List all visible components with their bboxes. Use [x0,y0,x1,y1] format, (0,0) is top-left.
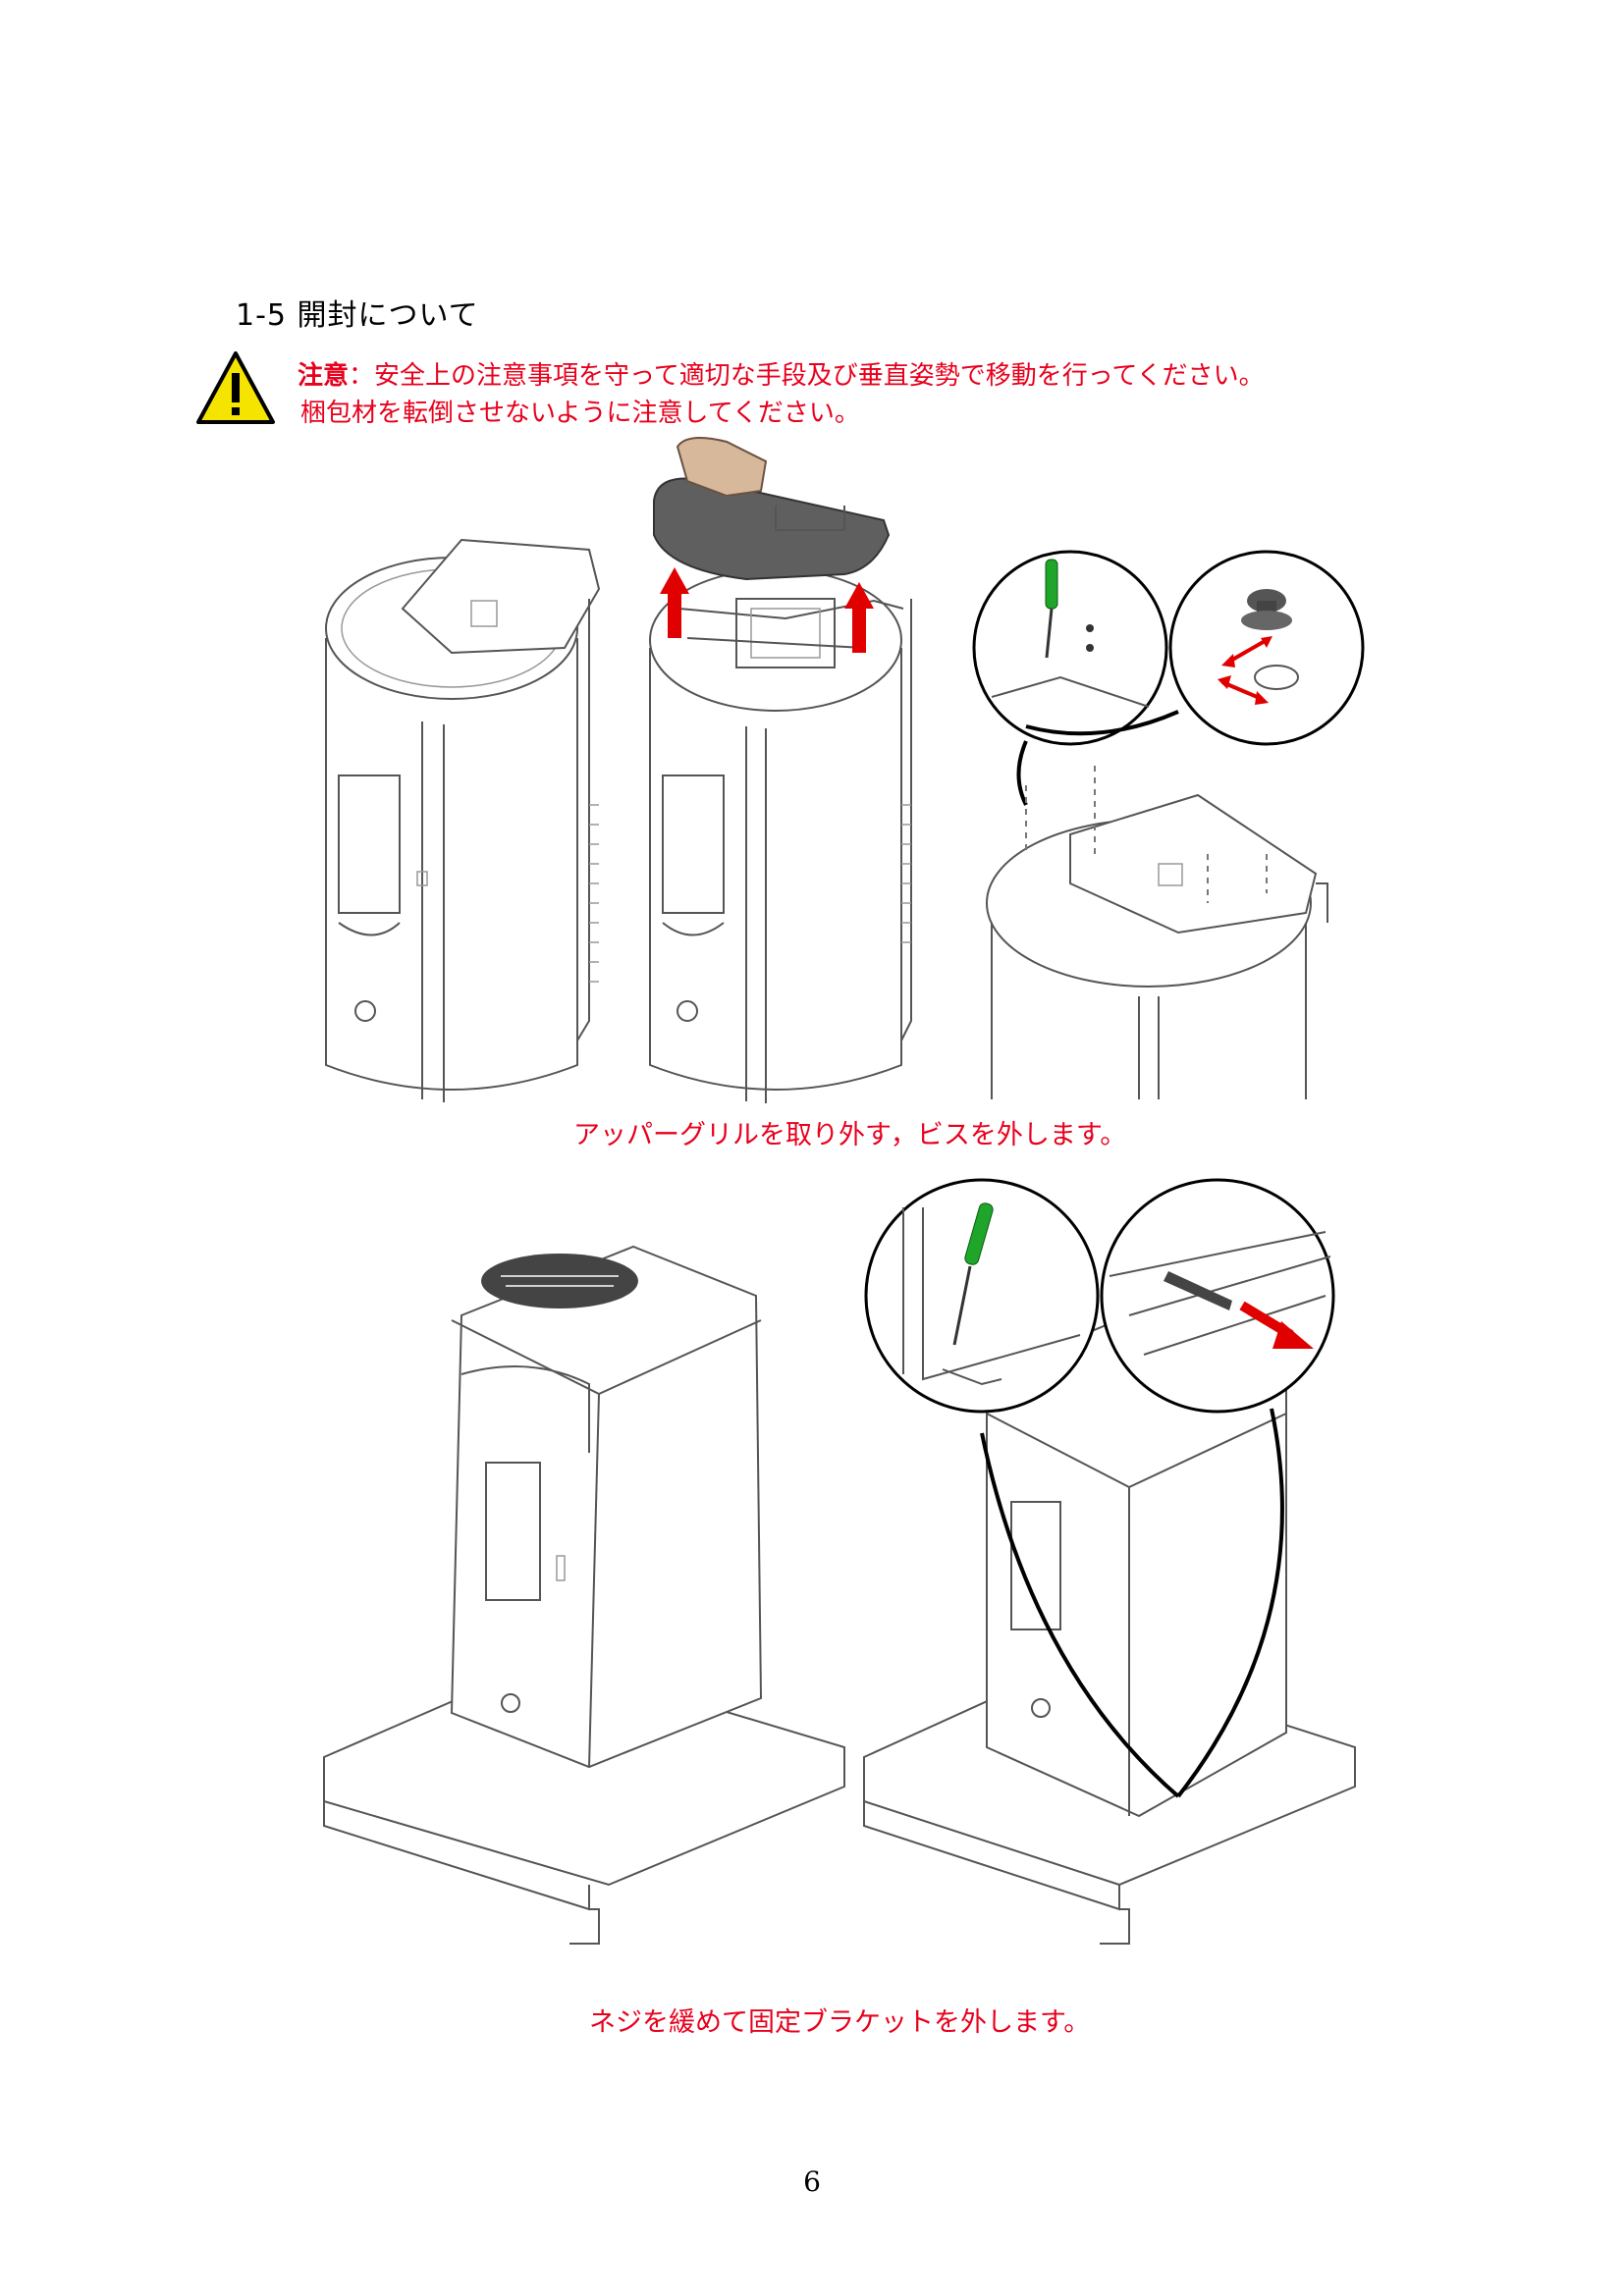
stove-on-pallet-2 [863,1304,1356,1945]
stove-on-pallet-1 [323,1245,845,1945]
warning-line-2: 梱包材を転倒させないように注意してください。 [300,399,860,428]
page-number: 6 [803,2165,821,2198]
warning-triangle-icon [196,351,275,424]
caption-bracket: ネジを緩めて固定ブラケットを外します。 [589,2007,1091,2038]
detail-circle-bolt [1168,550,1365,746]
detail-circle-screwdriver [864,1178,1100,1414]
caption-upper-grill: アッパーグリルを取り外す，ビスを外します。 [573,1120,1127,1150]
warning-text-1: ：安全上の注意事項を守って適切な手段及び垂直姿勢で移動を行ってください。 [349,361,1265,391]
lift-arrow-right [844,582,874,653]
detail-circle-screw [972,550,1168,746]
lift-arrow-left [660,567,689,638]
stove-illustration-3 [986,766,1328,1099]
section-title: 1-5 開封について [236,298,479,333]
warning-label: 注意 [298,361,350,391]
detail-circle-bracket [1100,1178,1335,1414]
stove-illustration-1 [325,538,601,1102]
warning-line-1: 注意：安全上の注意事項を守って適切な手段及び垂直姿勢で移動を行ってください。 [298,355,1265,392]
stove-illustration-2 [649,437,912,1103]
